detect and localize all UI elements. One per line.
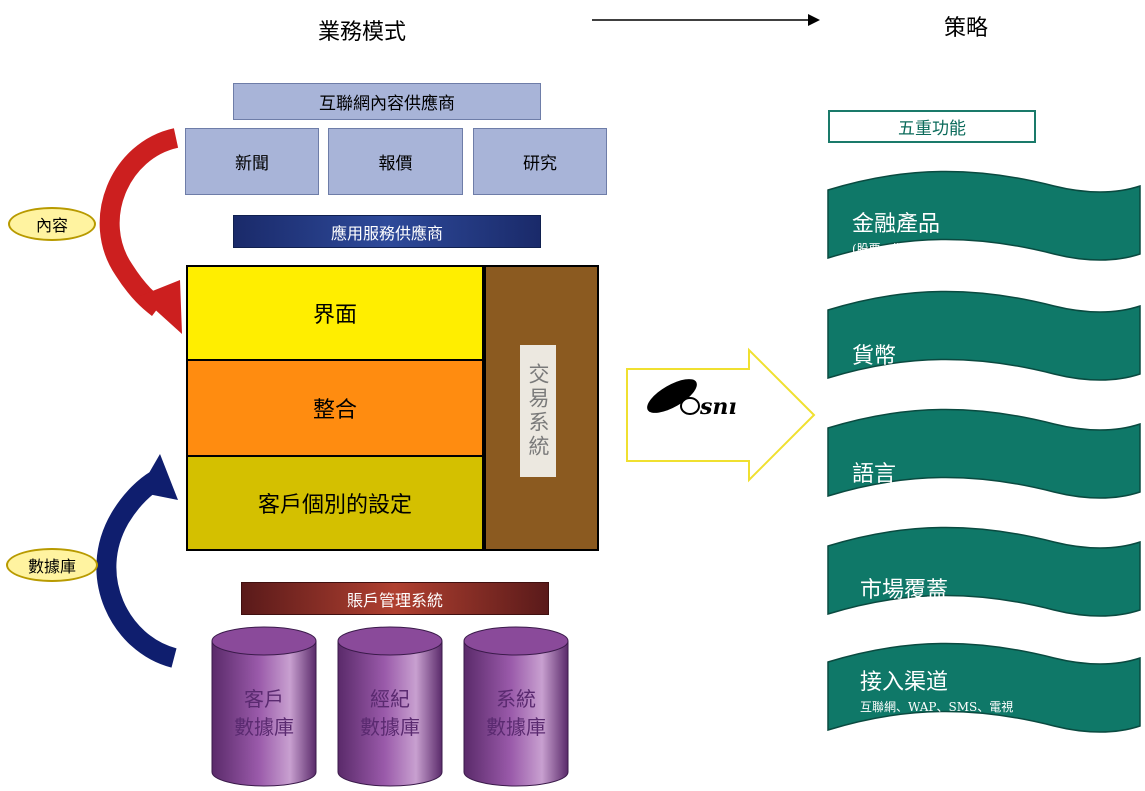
database-cylinder-icon	[463, 626, 569, 787]
quotes-box: 報價	[328, 128, 463, 195]
news-box: 新聞	[185, 128, 319, 195]
research-box: 研究	[473, 128, 607, 195]
interface-layer: 界面	[186, 265, 484, 361]
database-label: 系統 數據庫	[461, 685, 571, 741]
flag-shape	[827, 408, 1141, 499]
function-main-label: 金融產品	[852, 212, 941, 237]
database-label-line2: 數據庫	[360, 715, 420, 739]
content-bubble: 內容	[8, 207, 96, 241]
database-label-line1: 客戶	[244, 687, 284, 711]
customization-layer: 客戶個別的設定	[186, 455, 484, 551]
business-model-heading: 業務模式	[318, 20, 407, 45]
five-functions-title: 五重功能	[828, 110, 1036, 143]
header-arrow-icon	[592, 14, 820, 26]
integration-layer: 整合	[186, 359, 484, 457]
function-sub-label: 互聯網、WAP、SMS、電視	[860, 700, 1014, 714]
flag-shape	[827, 526, 1141, 617]
big-right-arrow-icon	[626, 347, 816, 483]
database-cylinder-icon	[337, 626, 443, 787]
function-item-market-coverage: 市場覆蓋	[860, 572, 948, 604]
database-label-line2: 數據庫	[486, 715, 546, 739]
database-label: 經紀 數據庫	[335, 685, 445, 741]
function-item-access-channels: 接入渠道 互聯網、WAP、SMS、電視	[860, 664, 1013, 715]
function-main-label: 貨幣	[852, 344, 897, 369]
function-main-label: 語言	[852, 462, 897, 487]
account-management-bar: 賬戶管理系統	[241, 582, 549, 615]
content-curved-arrow-icon	[99, 128, 182, 334]
database-cylinder-icon	[211, 626, 317, 787]
database-label-line1: 系統	[496, 687, 536, 711]
database-label-line1: 經紀	[370, 687, 410, 711]
function-item-currency: 貨幣	[852, 338, 896, 370]
trading-system-label: 交易系統	[520, 345, 556, 477]
svg-text:snı: snı	[699, 394, 737, 420]
database-bubble: 數據庫	[6, 548, 98, 582]
strategy-heading: 策略	[944, 16, 989, 41]
function-item-language: 語言	[852, 456, 896, 488]
app-service-provider-bar: 應用服務供應商	[233, 215, 541, 248]
database-curved-arrow-icon	[96, 454, 178, 668]
function-main-label: 接入渠道	[860, 670, 949, 695]
flag-shape	[827, 290, 1141, 381]
flag-shape	[827, 642, 1141, 733]
function-sub-label: (股票、期貨、商品、外匯)	[852, 242, 994, 256]
flag-shape	[827, 170, 1141, 261]
function-item-financial-products: 金融產品 (股票、期貨、商品、外匯)	[852, 206, 993, 257]
database-label: 客戶 數據庫	[209, 685, 319, 741]
content-provider-title: 互聯網內容供應商	[233, 83, 541, 120]
function-main-label: 市場覆蓋	[860, 578, 949, 603]
database-label-line2: 數據庫	[234, 715, 294, 739]
logo-icon: snı	[647, 379, 737, 420]
